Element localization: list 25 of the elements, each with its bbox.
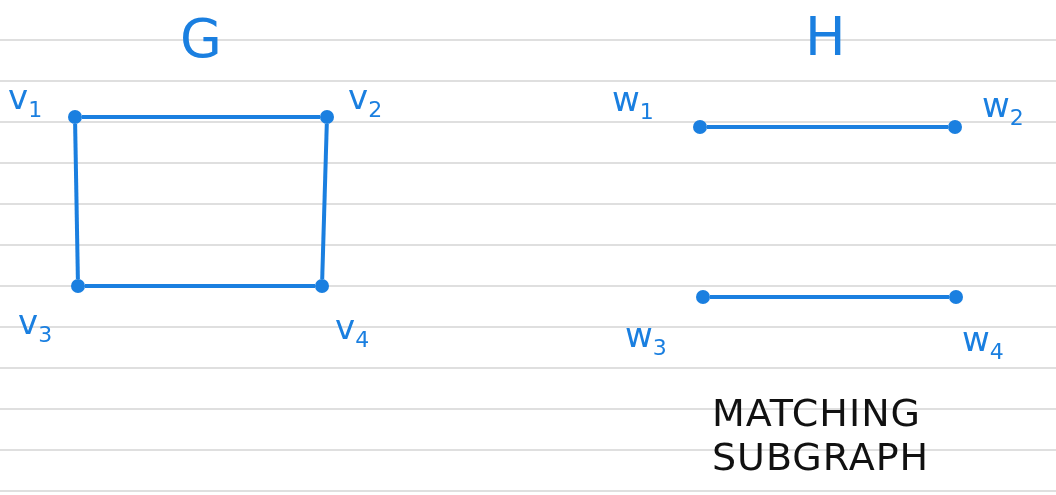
graph-edge: [707, 125, 948, 129]
vertex-dot: [68, 110, 82, 124]
vertex-dot: [949, 290, 963, 304]
vertex-dot: [315, 279, 329, 293]
vertex-dot: [320, 110, 334, 124]
vertex-label: w$_{1}$: [612, 82, 654, 123]
vertex-dot: [948, 120, 962, 134]
vertex-label: v$_{3}$: [18, 305, 53, 346]
note-text: MATCHING SUBGRAPH: [712, 392, 931, 480]
vertex-label: v$_{2}$: [348, 80, 383, 121]
graph-name: H: [805, 10, 846, 64]
graph-name: G: [180, 12, 222, 66]
graph-edge: [82, 115, 320, 119]
vertex-label: v$_{1}$: [8, 80, 43, 121]
vertex-dot: [693, 120, 707, 134]
graph-edge: [85, 284, 315, 288]
vertex-label: w$_{2}$: [982, 88, 1024, 129]
graph-edge: [320, 123, 329, 280]
vertex-dot: [71, 279, 85, 293]
vertex-label: w$_{3}$: [625, 318, 667, 359]
graph-edge: [73, 123, 80, 280]
vertex-label: w$_{4}$: [962, 322, 1004, 363]
graph-edge: [710, 295, 949, 299]
vertex-dot: [696, 290, 710, 304]
vertex-label: v$_{4}$: [335, 310, 370, 351]
